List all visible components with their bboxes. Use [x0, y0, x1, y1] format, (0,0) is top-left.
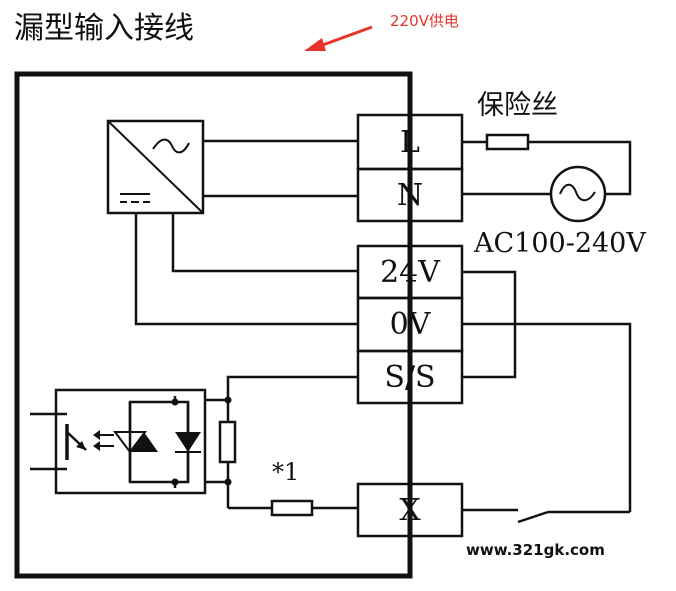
ac-voltage-label: AC100-240V: [473, 228, 646, 259]
terminal-label-X: X: [399, 493, 421, 528]
parallel-resistor-icon: [218, 420, 237, 464]
diagram-title: 漏型输入接线: [14, 11, 194, 46]
converter-box: [106, 119, 205, 215]
annotation-arrow-shaft: [319, 25, 373, 48]
terminal-label-0V: 0V: [390, 307, 432, 342]
wire-fuse-ac: [528, 140, 632, 196]
wire-SS-network: [226, 375, 358, 400]
ac-source-sine: [559, 183, 596, 202]
fuse-icon: [485, 133, 530, 151]
terminal-label-SS: S/S: [384, 360, 435, 395]
ac-source-icon: [549, 165, 607, 223]
optocoupler-block: [30, 388, 207, 495]
series-resistor-icon: [270, 499, 314, 517]
converter-diagonal: [107, 120, 204, 214]
terminal-label-24V: 24V: [380, 255, 441, 290]
ac-sine-icon: [152, 138, 190, 154]
watermark: www.321gk.com: [466, 541, 605, 559]
power-converter: [106, 119, 205, 215]
terminal-label-N: N: [397, 178, 423, 213]
supply-annotation: 220V供电: [390, 12, 459, 30]
wire-converter-24V: [171, 213, 358, 273]
input-switch-icon: [517, 510, 549, 524]
plc-housing: [14, 71, 413, 579]
fuse-label: 保险丝: [477, 90, 558, 121]
led-icon: [130, 432, 158, 452]
wire-0V-switch: [462, 322, 632, 512]
wire-converter-0V: [134, 213, 358, 326]
terminal-label-L: L: [400, 125, 420, 160]
resistor-note: *1: [272, 458, 299, 486]
optocoupler-box: [54, 388, 207, 495]
annotation-arrow-head: [304, 38, 326, 51]
